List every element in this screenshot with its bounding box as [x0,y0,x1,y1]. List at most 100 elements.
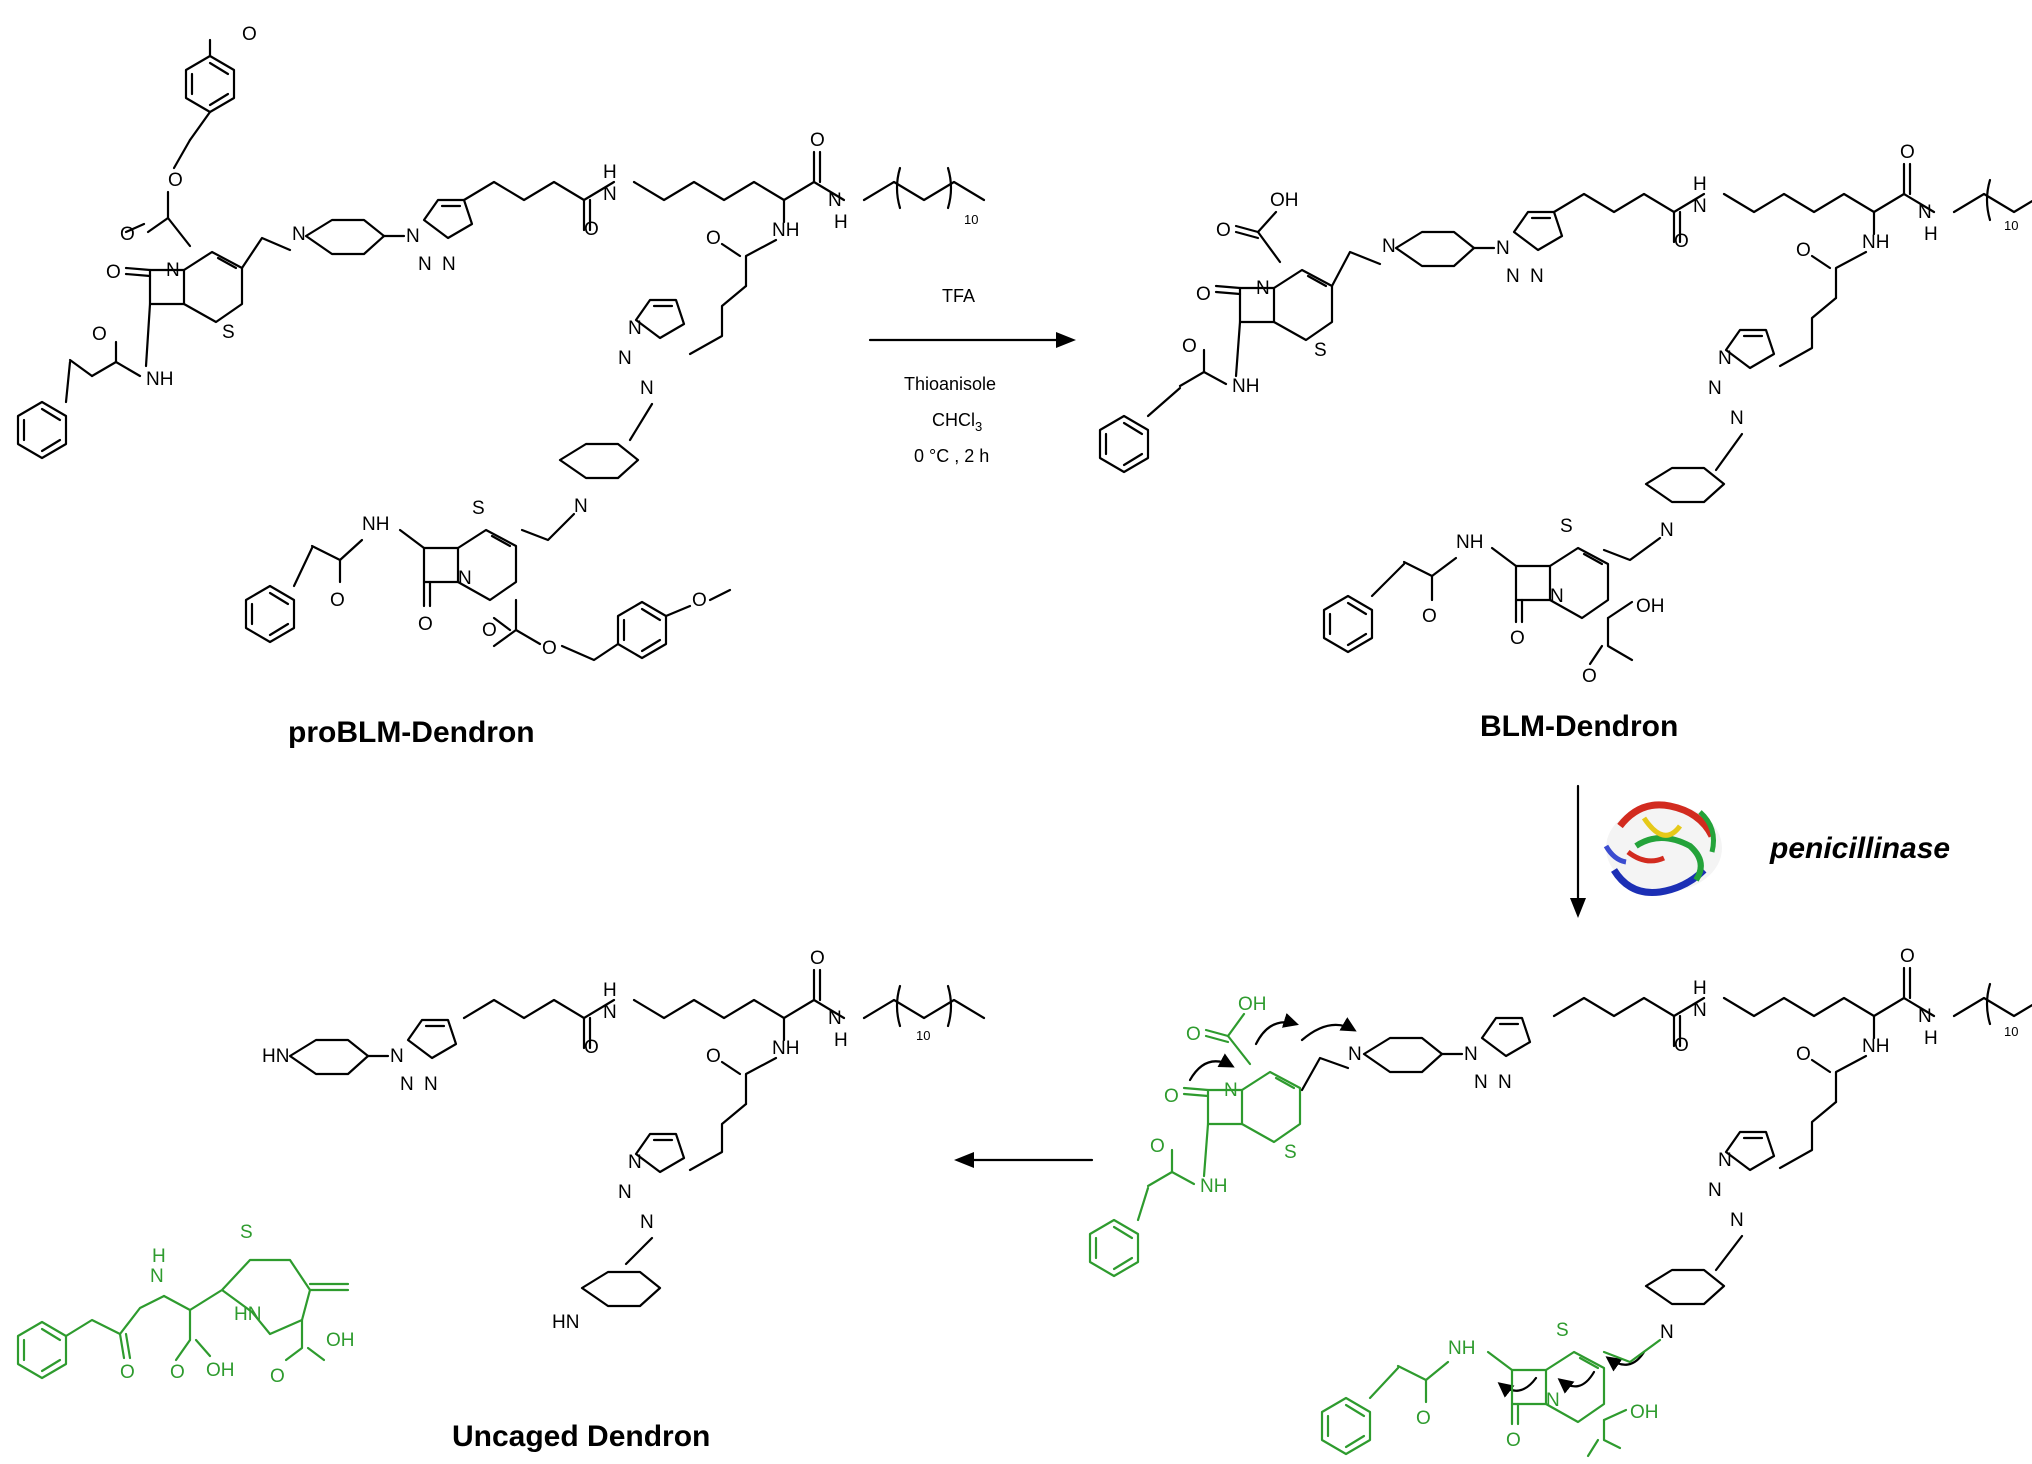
svg-text:OH: OH [1630,1402,1659,1423]
svg-text:N: N [1708,1180,1722,1201]
svg-text:N: N [603,184,617,205]
solvent-thioanisole: Thioanisole [904,374,996,394]
svg-text:O: O [1416,1408,1431,1429]
label-blm-dendron: BLM-Dendron [1480,710,1678,743]
svg-text:O: O [168,170,183,191]
svg-text:N: N [406,226,420,247]
svg-text:O: O [330,590,345,611]
svg-text:H: H [1693,978,1707,999]
svg-text:N: N [1348,1044,1362,1065]
svg-text:N: N [1256,278,1270,299]
svg-text:HN: HN [234,1304,261,1325]
svg-text:N: N [1918,202,1932,223]
arrowhead-icon [954,1152,974,1168]
svg-text:S: S [472,498,485,519]
svg-text:S: S [240,1222,253,1243]
svg-text:O: O [706,228,721,249]
protein-structure-icon [1603,801,1722,897]
svg-text:S: S [1314,340,1327,361]
structure-problm-dendron: O O O N S O NH O N N N N H N [16,24,986,662]
svg-text:H: H [1924,224,1938,245]
svg-text:N: N [150,1266,164,1287]
conditions-temp-time: 0 °C , 2 h [914,446,989,466]
svg-text:NH: NH [772,220,799,241]
reaction-step-3 [954,1152,1094,1168]
svg-text:NH: NH [772,1038,799,1059]
structure-intermediate: OH O N S O NH O N N N N H N O O N [1088,946,2032,1458]
svg-text:N: N [1506,266,1520,287]
svg-text:10: 10 [916,1028,930,1043]
svg-text:10: 10 [964,212,978,227]
svg-text:N: N [1224,1080,1238,1101]
structure-blm-dendron: OH O N S O NH O N N N N H N O O N H 10 N… [1098,142,2032,687]
svg-text:N: N [1660,1322,1674,1343]
svg-text:O: O [1900,946,1915,967]
svg-text:N: N [400,1074,414,1095]
svg-text:H: H [1693,174,1707,195]
svg-text:N: N [1464,1044,1478,1065]
svg-text:NH: NH [1862,1036,1889,1057]
svg-text:O: O [1196,284,1211,305]
svg-text:O: O [1510,628,1525,649]
svg-text:O: O [1150,1136,1165,1157]
svg-text:N: N [418,254,432,275]
svg-text:N: N [1660,520,1674,541]
arrowhead-icon [1570,898,1586,918]
svg-text:N: N [603,1002,617,1023]
svg-text:N: N [574,496,588,517]
svg-text:N: N [1550,586,1564,607]
svg-text:H: H [603,162,617,183]
svg-text:N: N [166,260,180,281]
svg-text:N: N [1718,348,1732,369]
label-uncaged-dendron: Uncaged Dendron [452,1420,710,1453]
svg-text:N: N [424,1074,438,1095]
svg-text:O: O [706,1046,721,1067]
svg-text:N: N [1730,1210,1744,1231]
svg-text:O: O [120,224,135,245]
svg-text:O: O [692,590,707,611]
svg-text:NH: NH [1232,376,1259,397]
svg-text:HN: HN [552,1312,579,1333]
svg-text:10: 10 [2004,1024,2018,1039]
svg-text:N: N [458,568,472,589]
svg-text:N: N [1708,378,1722,399]
svg-text:S: S [1284,1142,1297,1163]
svg-text:O: O [1900,142,1915,163]
svg-text:S: S [222,322,235,343]
svg-text:N: N [292,224,306,245]
svg-text:NH: NH [1448,1338,1475,1359]
solvent-chcl3: CHCl3 [932,410,982,434]
svg-text:O: O [1582,666,1597,687]
svg-text:H: H [834,1030,848,1051]
svg-text:N: N [1918,1006,1932,1027]
svg-text:O: O [1674,231,1689,252]
svg-text:N: N [1546,1390,1560,1411]
svg-text:N: N [1530,266,1544,287]
svg-text:10: 10 [2004,218,2018,233]
svg-text:NH: NH [1200,1176,1227,1197]
svg-text:O: O [418,614,433,635]
svg-text:NH: NH [146,369,173,390]
svg-text:O: O [542,638,557,659]
svg-text:N: N [442,254,456,275]
svg-text:S: S [1560,516,1573,537]
svg-text:N: N [828,190,842,211]
svg-text:NH: NH [362,514,389,535]
svg-text:O: O [1182,336,1197,357]
svg-text:O: O [584,219,599,240]
svg-text:N: N [1496,238,1510,259]
svg-text:O: O [810,948,825,969]
svg-text:S: S [1556,1320,1569,1341]
svg-text:N: N [618,1182,632,1203]
svg-text:N: N [1382,236,1396,257]
svg-text:NH: NH [1862,232,1889,253]
enzyme-label: penicillinase [1769,832,1950,865]
reagent-tfa: TFA [942,286,975,306]
svg-text:H: H [834,212,848,233]
svg-text:O: O [170,1362,185,1383]
svg-text:OH: OH [326,1330,355,1351]
svg-text:N: N [1730,408,1744,429]
svg-text:O: O [1186,1024,1201,1045]
svg-text:O: O [1674,1035,1689,1056]
svg-text:H: H [1924,1028,1938,1049]
